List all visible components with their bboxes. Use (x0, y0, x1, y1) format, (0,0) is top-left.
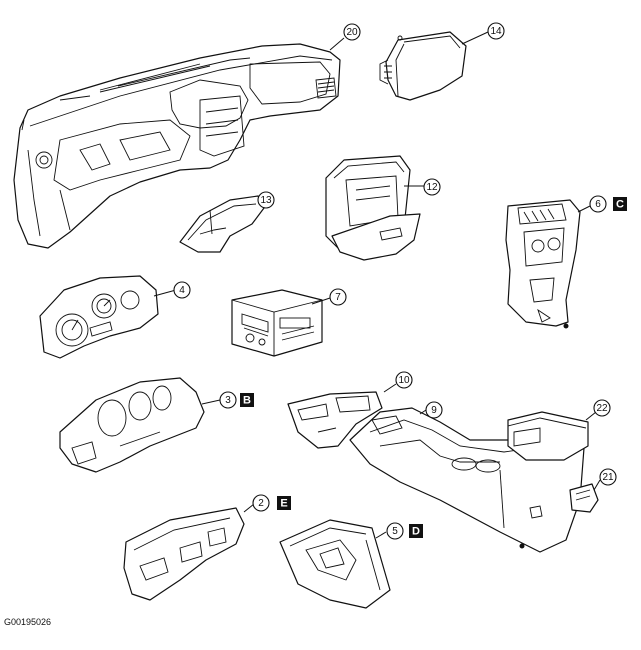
instrument-cluster-part (39, 275, 159, 359)
callout-4: 4 (173, 281, 191, 299)
svg-text:6: 6 (595, 199, 601, 210)
svg-text:5: 5 (392, 526, 398, 537)
callout-7: 7 (329, 288, 347, 306)
cup-holder-part (569, 483, 599, 513)
glove-box-part (325, 155, 421, 261)
callout-20: 20 (343, 23, 361, 41)
detail-badge-d: D (409, 524, 423, 538)
instrument-panel-part (13, 43, 341, 249)
svg-text:9: 9 (431, 405, 437, 416)
detail-badge-c: C (613, 197, 627, 211)
figure-code: G00195026 (4, 617, 52, 627)
callout-12: 12 (423, 178, 441, 196)
detail-badge-e: E (277, 496, 291, 510)
center-bezel-part (505, 199, 581, 329)
svg-text:13: 13 (260, 195, 272, 206)
svg-text:C: C (616, 199, 624, 211)
callout-9: 9 (425, 401, 443, 419)
svg-text:3: 3 (225, 395, 231, 406)
svg-text:20: 20 (346, 27, 358, 38)
armrest-lid-part (507, 411, 589, 461)
airbag-module-part (379, 31, 467, 101)
callout-3: 3 (219, 391, 237, 409)
svg-text:10: 10 (398, 375, 410, 386)
svg-text:21: 21 (602, 472, 614, 483)
svg-text:2: 2 (258, 498, 264, 509)
detail-badge-b: B (240, 393, 254, 407)
callout-14: 14 (487, 22, 505, 40)
callout-6: 6 (589, 195, 607, 213)
svg-text:D: D (412, 526, 420, 538)
radio-unit-part (231, 289, 323, 357)
console-upper-panel-part (287, 391, 383, 449)
svg-text:14: 14 (490, 26, 502, 37)
callout-22: 22 (593, 399, 611, 417)
svg-text:E: E (280, 498, 287, 510)
knee-bolster-trim-part (179, 195, 265, 253)
callout-21: 21 (599, 468, 617, 486)
svg-text:B: B (243, 395, 251, 407)
lower-trim-panel-part (123, 507, 245, 601)
cluster-bezel-part (59, 377, 205, 473)
svg-text:12: 12 (426, 182, 438, 193)
callout-10: 10 (395, 371, 413, 389)
svg-text:7: 7 (335, 292, 341, 303)
svg-text:22: 22 (596, 403, 608, 414)
callout-5: 5 (386, 522, 404, 540)
callout-2: 2 (252, 494, 270, 512)
callout-13: 13 (257, 191, 275, 209)
svg-text:4: 4 (179, 285, 185, 296)
shift-trim-part (279, 519, 391, 609)
